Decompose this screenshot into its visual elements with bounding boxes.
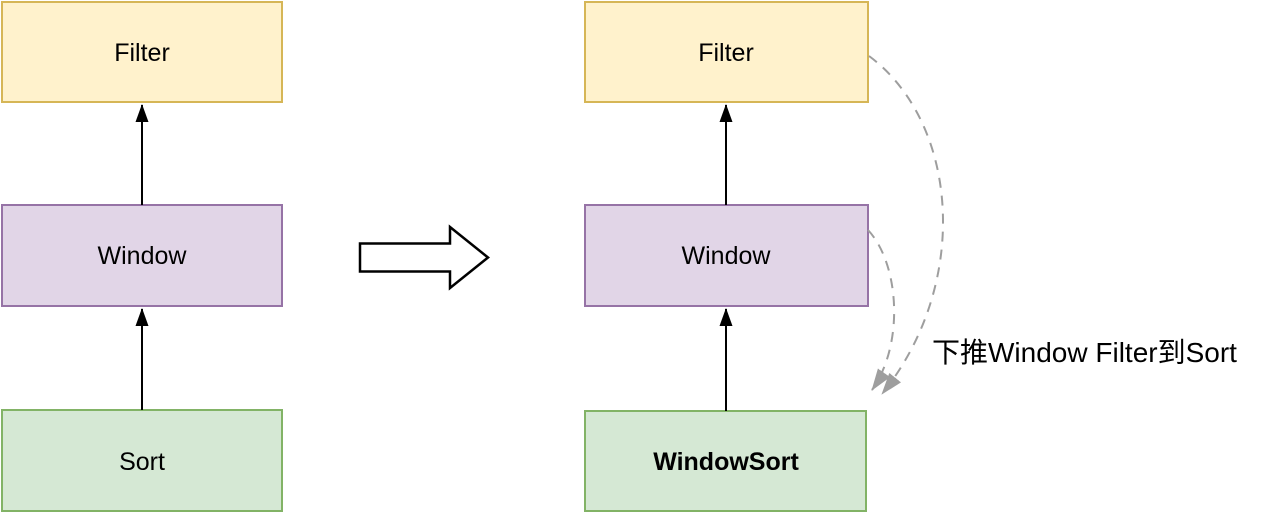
left-window-label: Window [98, 242, 188, 270]
right-filter-box [584, 1, 869, 103]
right-windowsort-label: WindowSort [653, 448, 799, 476]
left-window-box [1, 204, 283, 307]
pushdown-annotation: 下推Window Filter到Sort [932, 337, 1237, 368]
transform-arrow [358, 224, 490, 291]
right-windowsort-box [584, 410, 867, 512]
left-filter-box [1, 1, 283, 103]
pushdown-curve-filter-to-windowsort [868, 55, 944, 395]
left-filter-label: Filter [114, 39, 170, 67]
right-window-label: Window [682, 242, 772, 270]
left-sort-label: Sort [119, 448, 165, 476]
right-window-box [584, 204, 869, 307]
pushdown-curve-window-to-windowsort [867, 229, 896, 391]
right-filter-label: Filter [698, 39, 754, 67]
